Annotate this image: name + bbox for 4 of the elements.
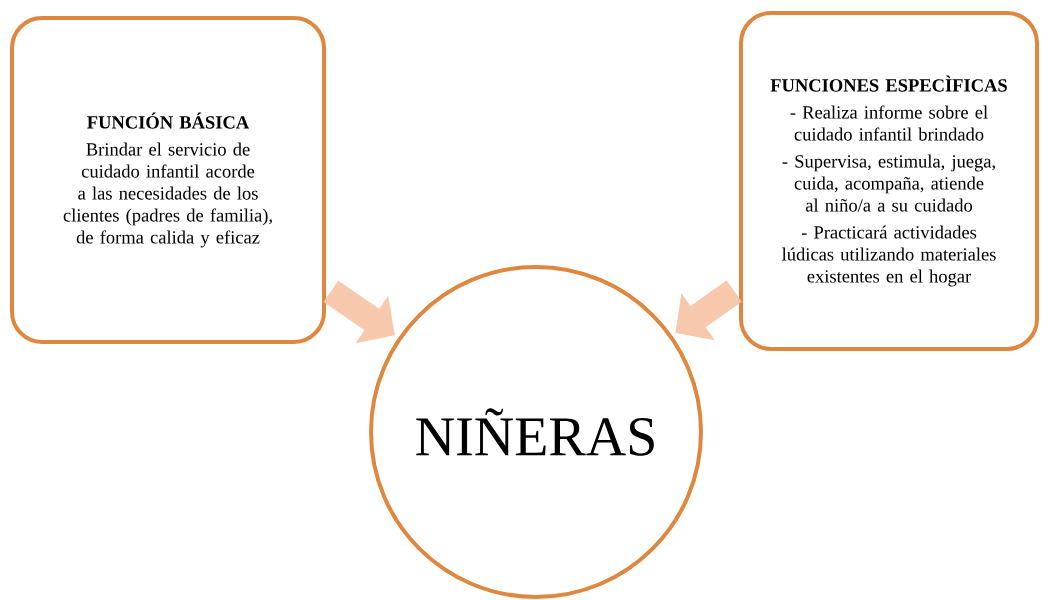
text-box: FUNCIONES ESPECÌFICAS - Realiza informe sobre el cuidado infantil brindado - Supervisa, estimula, juega, cuida, acompaña, atiende al niño/a a su cuidado - Practicará actividades lúdicas utilizando materiales existentes en el hogar — [739, 11, 1039, 351]
block-arrow — [675, 280, 742, 341]
circle-node: NIÑERAS — [369, 265, 703, 599]
text-box: FUNCIÓN BÁSICA Brindar el servicio de cuidado infantil acorde a las necesidades de los clientes (padres de familia), de forma calida y eficaz — [10, 16, 326, 344]
